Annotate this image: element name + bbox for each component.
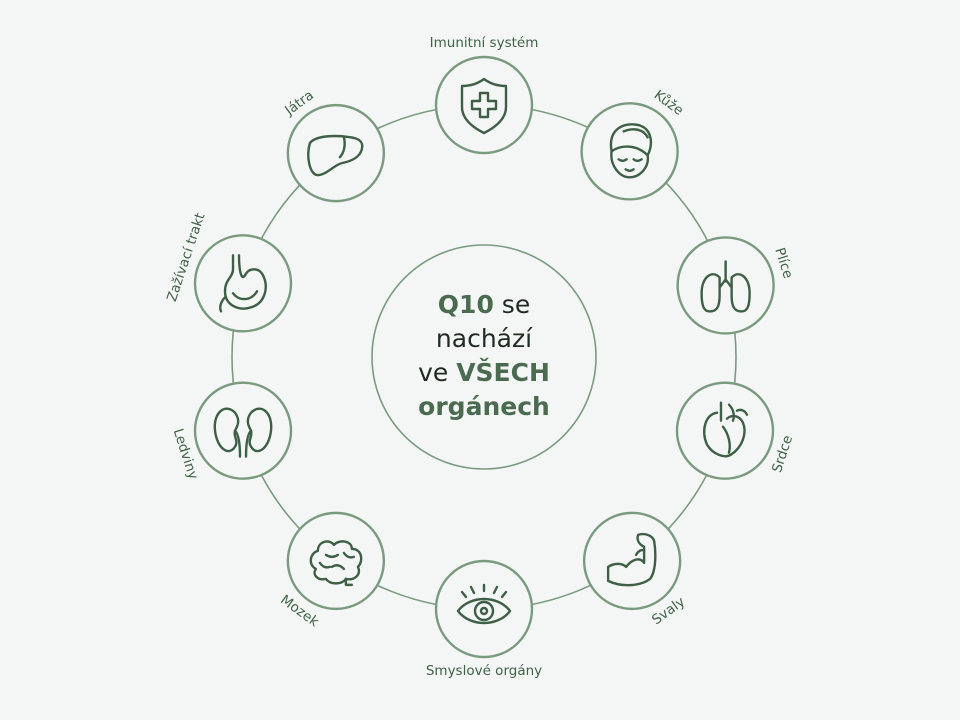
organ-node-10: Játra — [281, 87, 386, 203]
organ-circle — [676, 236, 775, 335]
organ-node-3: Plíce — [676, 236, 796, 335]
face-towel-icon — [609, 123, 653, 179]
center-line-4: orgánech — [418, 392, 550, 421]
organ-node-2: Kůže — [580, 87, 686, 201]
organ-circle — [580, 102, 679, 201]
organ-label: Imunitní systém — [430, 35, 539, 51]
liver-icon — [307, 134, 364, 177]
eye-icon — [456, 583, 512, 625]
organ-node-1: Imunitní systém — [430, 35, 539, 155]
organ-circle — [193, 234, 293, 333]
center-ve: ve — [418, 358, 456, 387]
kidneys-icon — [213, 407, 273, 458]
heart-organ-icon — [703, 401, 749, 458]
organ-label: Smyslové orgány — [426, 663, 542, 679]
organ-node-7: Mozek — [277, 511, 386, 630]
organ-node-8: Ledviny — [170, 381, 293, 481]
center-line-3: ve VŠECH — [418, 357, 550, 387]
lungs-icon — [700, 260, 751, 313]
center-line-1: Q10 se — [438, 290, 530, 319]
center-se: se — [494, 290, 530, 319]
center-vsech: VŠECH — [456, 357, 550, 387]
center-q10: Q10 — [438, 290, 494, 319]
stomach-icon — [219, 254, 267, 313]
organ-circle — [286, 103, 386, 203]
center-line-2: nachází — [436, 324, 533, 353]
organ-node-5: Svaly — [582, 511, 688, 628]
organ-circle — [193, 381, 293, 480]
center-circle — [371, 244, 597, 470]
shield-cross-icon — [460, 77, 508, 135]
brain-icon — [309, 540, 363, 587]
organ-node-9: Zažívací trakt — [164, 211, 293, 333]
organ-circle — [286, 511, 386, 611]
organ-label: Plíce — [771, 246, 796, 281]
organ-node-4: Srdce — [675, 381, 796, 480]
organ-node-6: Smyslové orgány — [426, 559, 542, 679]
organ-circle — [434, 55, 534, 155]
flexed-arm-icon — [606, 532, 657, 587]
